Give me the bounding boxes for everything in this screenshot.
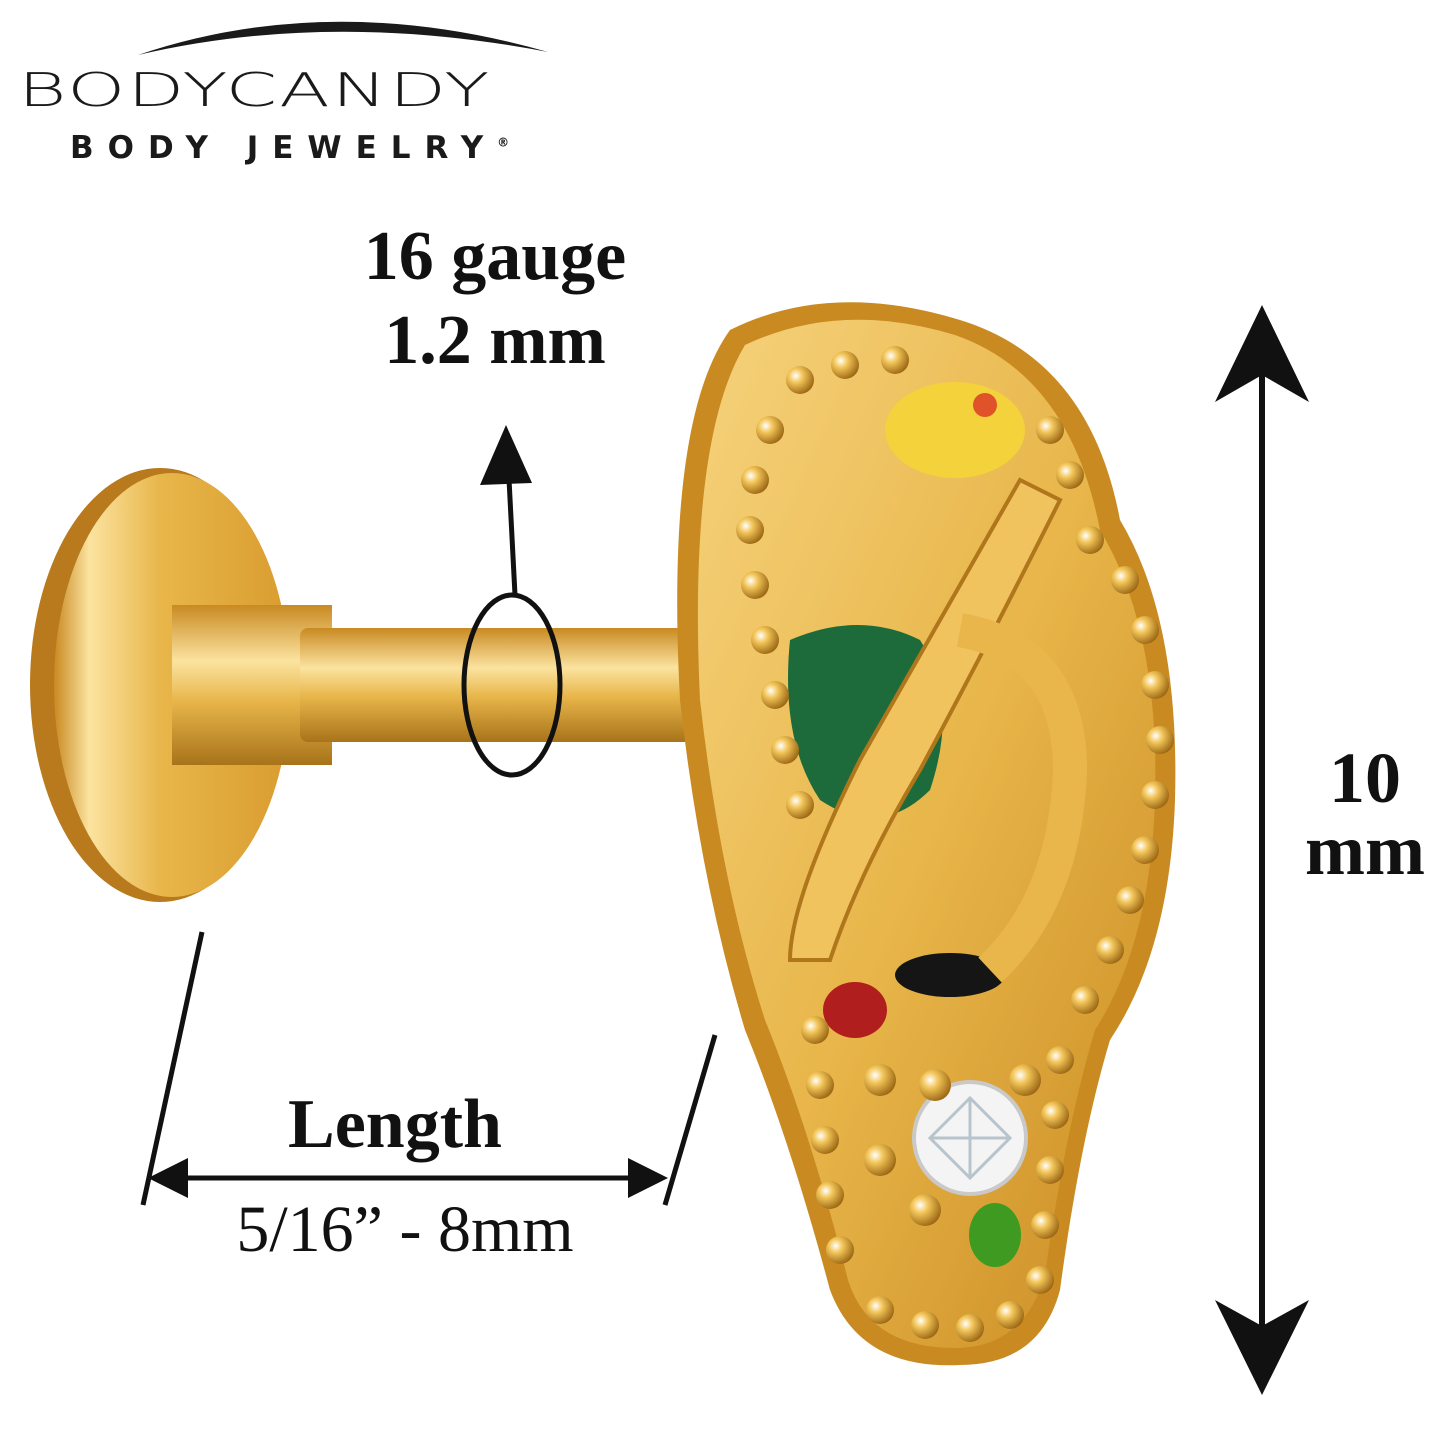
height-unit: mm (1305, 810, 1425, 890)
black-enamel (895, 953, 1005, 997)
length-arrow-right (628, 1158, 668, 1198)
gauge-line-2: 1.2 mm (384, 302, 606, 379)
lime-enamel (969, 1203, 1021, 1267)
length-label: Length (288, 1086, 502, 1163)
flip-flop-strap (787, 477, 1063, 962)
gauge-arrowhead (480, 425, 532, 485)
height-arrow-bottom (1215, 1300, 1309, 1395)
gauge-line-1: 16 gauge (363, 218, 627, 295)
length-value: 5/16” - 8mm (236, 1193, 574, 1266)
bead-rim (736, 346, 1174, 1342)
brand-tagline-text: BODY JEWELRY (70, 130, 498, 166)
red-enamel (823, 982, 887, 1038)
yellow-enamel (885, 382, 1025, 478)
height-arrow-top (1215, 305, 1309, 402)
height-value: 10 (1329, 738, 1401, 818)
gauge-label: 16 gauge 1.2 mm (340, 215, 650, 383)
length-arrow-left (148, 1158, 188, 1198)
registered-mark: ® (497, 135, 510, 150)
flip-flop-top (677, 302, 1176, 1366)
brand-tagline: BODY JEWELRY® (70, 130, 509, 166)
brand-swoosh (138, 21, 548, 55)
brand-name: BODYCANDY (18, 64, 492, 118)
length-dimension-lines (140, 931, 718, 1206)
labret-post (300, 628, 720, 742)
height-label: 10 mm (1290, 742, 1440, 886)
flat-back-disc (30, 468, 332, 902)
